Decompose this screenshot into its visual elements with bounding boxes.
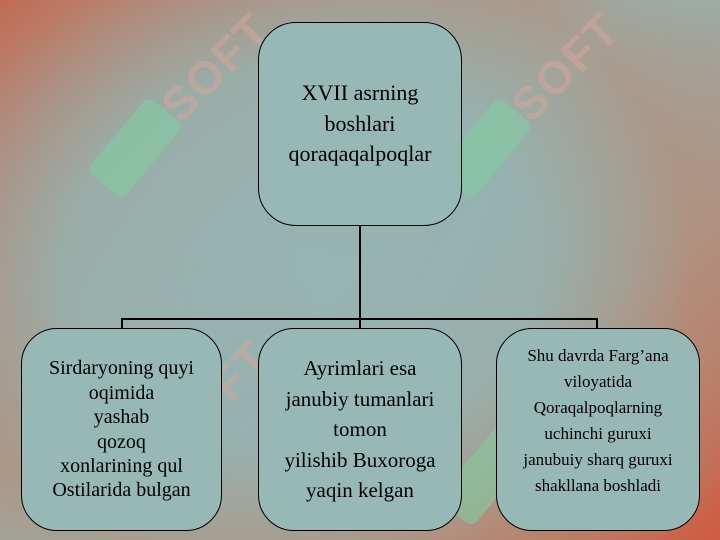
- child-node-3: Shu davrda Farg’ana viloyatida Qoraqalpo…: [496, 328, 700, 531]
- child-node-1: Sirdaryoning quyi oqimida yashab qozoq x…: [21, 328, 222, 531]
- child-node-1-label: Sirdaryoning quyi oqimida yashab qozoq x…: [49, 357, 194, 502]
- root-node: XVII asrning boshlari qoraqaqalpoqlar: [258, 22, 462, 226]
- child-node-3-label: Shu davrda Farg’ana viloyatida Qoraqalpo…: [523, 346, 673, 495]
- child-node-2: Ayrimlari esa janubiy tumanlari tomon yi…: [258, 328, 462, 531]
- child-node-2-label: Ayrimlari esa janubiy tumanlari tomon yi…: [284, 356, 436, 503]
- root-node-label: XVII asrning boshlari qoraqaqalpoqlar: [288, 79, 432, 167]
